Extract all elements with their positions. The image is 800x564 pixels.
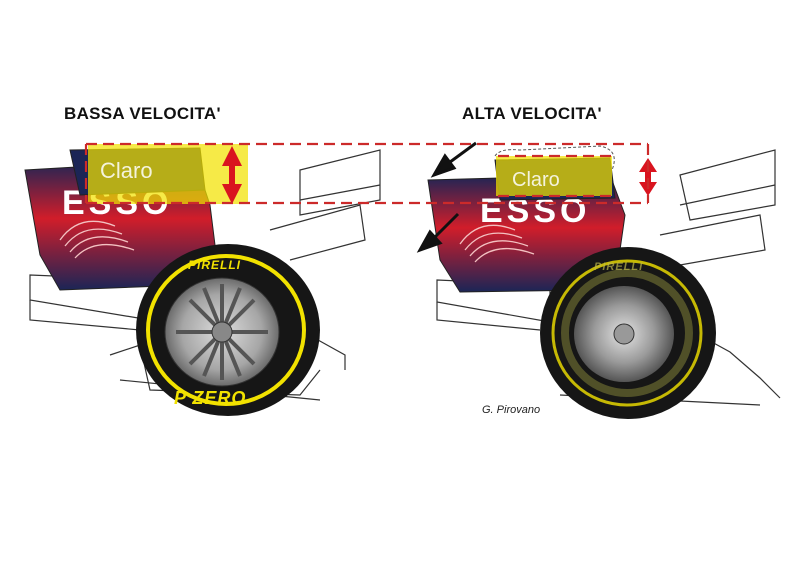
reference-lines	[84, 142, 650, 205]
right-highlight-box	[496, 156, 612, 196]
right-endplate-swirls	[459, 224, 535, 263]
right-car: ESSO Claro PIRELLI	[427, 145, 781, 419]
airflow-arrow-icon	[416, 141, 477, 253]
left-tyre-model: P ZERO	[174, 388, 246, 408]
right-tyre-brand: PIRELLI	[594, 261, 643, 273]
left-sponsor-top: Claro	[100, 158, 153, 183]
right-sponsor-top: Claro	[512, 169, 560, 191]
low-speed-label: BASSA VELOCITA'	[64, 104, 221, 123]
left-endplate-swirls	[59, 220, 135, 259]
left-highlight-box	[88, 144, 248, 204]
left-double-arrow-icon	[222, 146, 242, 204]
right-flap-outline	[494, 145, 615, 171]
high-speed-label: ALTA VELOCITA'	[462, 104, 602, 123]
left-tyre-brand: PIRELLI	[188, 258, 241, 272]
left-wheel: PIRELLI P ZERO	[136, 244, 320, 416]
right-wheel: PIRELLI	[540, 247, 716, 419]
author-credit: G. Pirovano	[482, 404, 541, 416]
left-car: ESSO Claro PIRELLI P ZERO	[24, 144, 381, 416]
